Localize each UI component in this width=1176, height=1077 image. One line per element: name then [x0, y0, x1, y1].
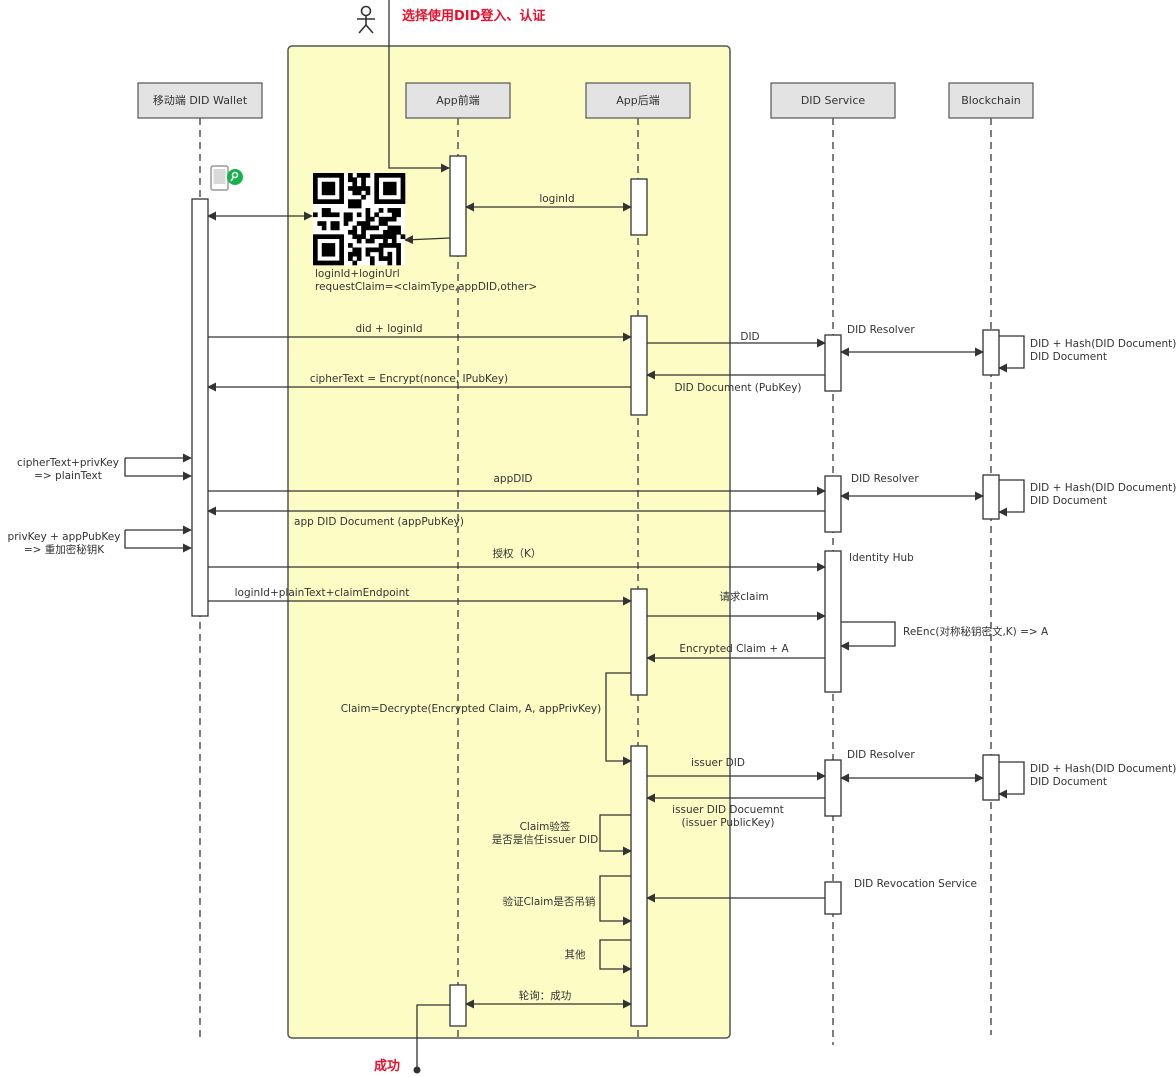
- label-poll: 轮询：成功: [519, 989, 572, 1002]
- arrow-verify-self: [599, 814, 632, 856]
- left-note-1a: cipherText+privKey: [17, 457, 119, 469]
- end-label: 成功: [374, 1058, 400, 1074]
- qr-note-line1: loginId+loginUrl: [315, 268, 400, 280]
- label-revocation-service: DID Revocation Service: [854, 878, 977, 890]
- arrow-reenc-self: [840, 621, 896, 651]
- arrow-chain-self-1: [998, 335, 1025, 373]
- left-note-2a: privKey + appPubKey: [8, 531, 121, 543]
- phone-icon: [210, 165, 229, 191]
- activation-front-2: [449, 984, 467, 1027]
- participant-label: Blockchain: [961, 94, 1021, 107]
- arrow-revoke-self: [599, 875, 632, 926]
- label-resolver-3: DID Resolver: [847, 749, 915, 761]
- diagram-title: 选择使用DID登入、认证: [402, 8, 545, 24]
- activation-back-3: [630, 588, 648, 696]
- label-appdid: appDID: [493, 473, 532, 485]
- participant-label: DID Service: [801, 94, 866, 107]
- qr-note-line2: requestClaim=<claimType,appDID,other>: [315, 281, 537, 293]
- left-note-2b: => 重加密秘钥K: [24, 543, 105, 556]
- participant-front[interactable]: App前端: [405, 82, 511, 119]
- arrow-decrypt-self: [605, 672, 632, 766]
- label-revoke-check: 验证Claim是否吊销: [503, 895, 596, 908]
- label-other: 其他: [565, 948, 586, 961]
- activation-chain-3: [982, 754, 1000, 801]
- label-verify-1: Claim验签: [520, 820, 571, 833]
- chain-note-1b: DID Document: [1030, 351, 1107, 363]
- participant-back[interactable]: App后端: [585, 82, 691, 119]
- label-identity-hub: Identity Hub: [849, 552, 914, 564]
- activation-didsvc-3: [824, 550, 842, 693]
- end-dot: [413, 1066, 421, 1074]
- message-labels: loginId did + loginId DID DID Resolver D…: [8, 193, 1176, 1002]
- key-badge-icon: [227, 169, 243, 185]
- label-issuer-doc-1: issuer DID Docuemnt: [672, 804, 784, 816]
- activation-back-4: [630, 745, 648, 1027]
- activation-back-2: [630, 315, 648, 416]
- actor-entry-arrow: [388, 0, 450, 173]
- participant-chain[interactable]: Blockchain: [948, 82, 1034, 119]
- label-app-did-doc: app DID Document (appPubKey): [294, 516, 464, 528]
- qr-code-icon: [313, 173, 406, 266]
- activation-chain-1: [982, 329, 1000, 376]
- arrow-left-2b: [124, 530, 192, 553]
- activation-front-1: [449, 155, 467, 257]
- label-encrypted-claim: Encrypted Claim + A: [679, 643, 789, 655]
- label-did: DID: [740, 331, 759, 343]
- chain-note-2b: DID Document: [1030, 495, 1107, 507]
- arrow-left-1b: [124, 458, 192, 481]
- label-loginid: loginId: [539, 193, 574, 205]
- arrow-chain-self-2: [998, 479, 1025, 517]
- arrow-front-qr: [404, 235, 451, 245]
- activations: [191, 155, 1000, 1027]
- label-endpoint: loginId+plainText+claimEndpoint: [235, 587, 410, 599]
- participant-label: App前端: [436, 93, 480, 107]
- label-resolver-2: DID Resolver: [851, 473, 919, 485]
- participant-label: 移动端 DID Wallet: [153, 94, 248, 107]
- person-stick-figure-icon: [357, 5, 375, 34]
- participant-wallet[interactable]: 移动端 DID Wallet: [137, 82, 263, 119]
- label-did-doc: DID Document (PubKey): [674, 382, 801, 394]
- participant-label: App后端: [616, 94, 660, 107]
- activation-didsvc-2: [824, 475, 842, 533]
- label-authorize: 授权（K）: [493, 547, 542, 560]
- label-issuer-doc-2: (issuer PublicKey): [682, 817, 775, 829]
- activation-back-1: [630, 178, 648, 236]
- message-arrows: [124, 202, 1025, 1069]
- chain-note-3a: DID + Hash(DID Document): [1030, 763, 1176, 775]
- label-request-claim: 请求claim: [719, 590, 768, 603]
- app-frame: [287, 45, 731, 1039]
- activation-wallet: [191, 198, 209, 617]
- arrow-chain-self-3: [998, 761, 1025, 799]
- label-resolver-1: DID Resolver: [847, 324, 915, 336]
- chain-note-2a: DID + Hash(DID Document): [1030, 482, 1176, 494]
- label-did-loginid: did + loginId: [355, 323, 422, 335]
- left-note-1b: => plainText: [34, 470, 102, 482]
- chain-note-3b: DID Document: [1030, 776, 1107, 788]
- label-reenc: ReEnc(对称秘钥密文,K) => A: [903, 625, 1049, 638]
- label-cipher: cipherText = Encrypt(nonce, IPubKey): [310, 373, 508, 385]
- arrow-other-self: [599, 939, 632, 974]
- label-issuer-did: issuer DID: [691, 757, 745, 769]
- activation-didsvc-5: [824, 881, 842, 915]
- participant-didsvc[interactable]: DID Service: [770, 82, 896, 119]
- label-verify-2: 是否是信任issuer DID: [492, 833, 598, 846]
- activation-didsvc-4: [824, 759, 842, 817]
- arrow-success-exit: [416, 1004, 450, 1069]
- activation-chain-2: [982, 474, 1000, 520]
- label-decrypt: Claim=Decrypte(Encrypted Claim, A, appPr…: [341, 703, 602, 715]
- activation-didsvc-1: [824, 334, 842, 392]
- chain-note-1a: DID + Hash(DID Document): [1030, 338, 1176, 350]
